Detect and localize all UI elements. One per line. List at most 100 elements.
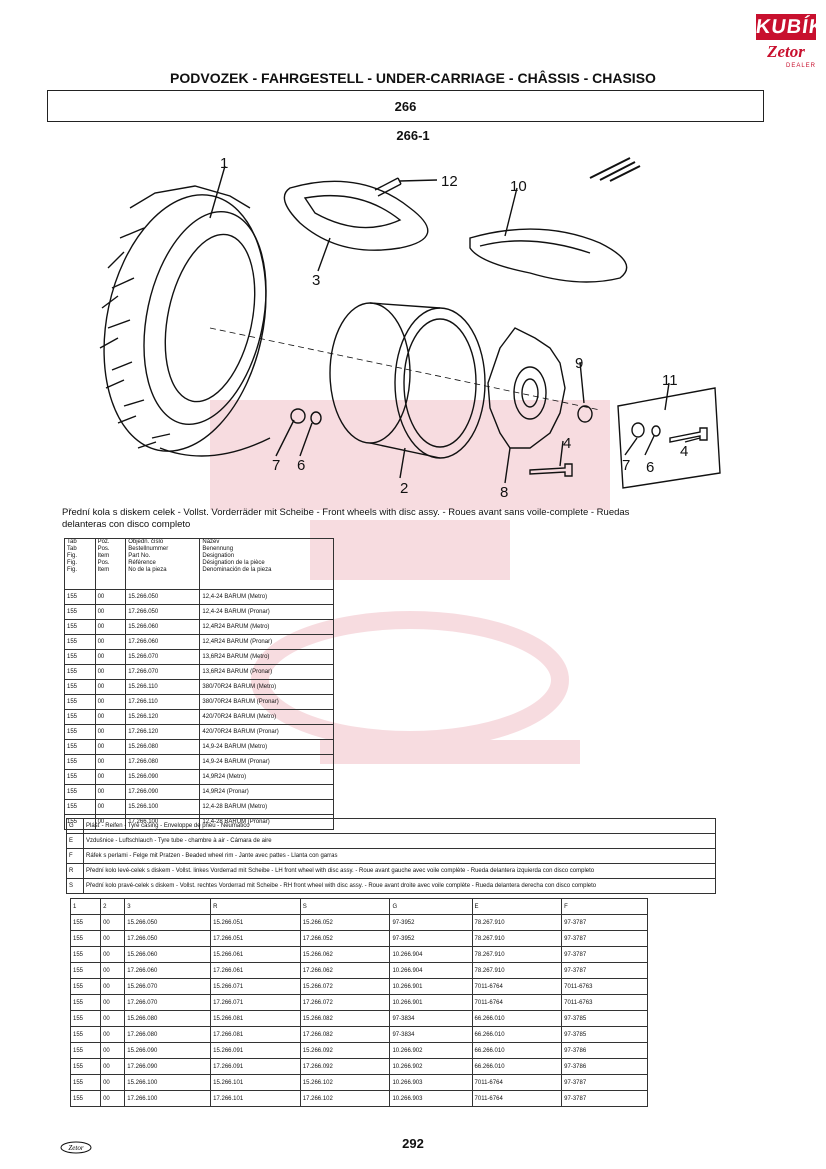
- table-cell: 66.266.010: [471, 1058, 563, 1075]
- caption: Přední kola s diskem celek - Vollst. Vor…: [62, 507, 722, 531]
- table-cell: 17.266.070: [125, 664, 201, 680]
- valve-drawing: [374, 177, 402, 197]
- table-cell: 155: [69, 946, 102, 963]
- legend-text: Ráfek s perlami - Felge mit Pratzen - Be…: [83, 848, 716, 864]
- table-header-cell: G: [389, 898, 473, 915]
- table-cell: 66.266.010: [471, 1010, 563, 1027]
- table-cell: 12,4R24 BARUM (Pronar): [199, 634, 334, 650]
- table-cell: 14,9R24 (Pronar): [199, 784, 334, 800]
- table-cell: 15.266.080: [124, 1010, 212, 1027]
- table-cell: 00: [94, 709, 127, 725]
- table-cell: 17.266.050: [124, 930, 212, 947]
- table-cell: 97-3787: [561, 930, 648, 947]
- exploded-wheel-diagram: 1 2 3 4 4 6 6 7 7 8 9 10 11 12: [99, 155, 721, 501]
- table-cell: 155: [64, 604, 96, 620]
- table-cell: 17.266.061: [210, 962, 301, 979]
- legend-key: E: [66, 833, 84, 849]
- table-cell: 155: [64, 784, 96, 800]
- legend-key: R: [66, 863, 84, 879]
- legend-text: Přední kolo levé-celek s diskem - Vollst…: [83, 863, 716, 879]
- table-cell: 00: [100, 994, 126, 1011]
- table-cell: 17.266.052: [299, 930, 391, 947]
- table-cell: 12,4-24 BARUM (Metro): [199, 589, 334, 605]
- table-cell: 17.266.102: [299, 1090, 391, 1107]
- table-cell: 10.266.904: [389, 962, 473, 979]
- table-cell: 97-3952: [389, 914, 473, 931]
- table-cell: 10.266.904: [389, 946, 473, 963]
- table-cell: 00: [100, 1058, 126, 1075]
- table-cell: 155: [64, 634, 96, 650]
- table-cell: 155: [64, 619, 96, 635]
- table-cell: 15.266.070: [124, 978, 212, 995]
- callout-12: 12: [441, 173, 458, 190]
- table-cell: 78.267.910: [471, 914, 563, 931]
- table-cell: 15.266.052: [299, 914, 391, 931]
- table-cell: 00: [100, 1090, 126, 1107]
- table-cell: 17.266.062: [299, 962, 391, 979]
- legend-text: Plášť - Reifen - Tyre casing - Enveloppe…: [83, 818, 716, 834]
- table-header-cell: E: [471, 898, 563, 915]
- table-cell: 15.266.070: [125, 649, 201, 665]
- table-cell: 00: [94, 754, 127, 770]
- table-cell: 17.266.101: [210, 1090, 301, 1107]
- table-cell: 00: [94, 604, 127, 620]
- table-cell: 17.266.071: [210, 994, 301, 1011]
- page-number: 292: [402, 1136, 424, 1151]
- table-cell: 00: [100, 1074, 126, 1091]
- legend-text: Přední kolo pravé-celek s diskem - Volls…: [83, 878, 716, 894]
- logo-dealer: DEALER: [785, 63, 816, 69]
- table-cell: 155: [64, 754, 96, 770]
- table-cell: 97-3787: [561, 946, 648, 963]
- table-cell: 00: [94, 589, 127, 605]
- table-cell: 17.266.050: [125, 604, 201, 620]
- table-cell: 78.267.910: [471, 930, 563, 947]
- table-cell: 155: [69, 1090, 102, 1107]
- table-cell: 15.266.110: [125, 679, 201, 695]
- table-cell: 17.266.081: [210, 1026, 301, 1043]
- table-cell: 15.266.091: [210, 1042, 301, 1059]
- table-header-cell: Tab Tab Fig. Fig. Fig.: [64, 538, 96, 590]
- table-cell: 00: [94, 679, 127, 695]
- legend-key: F: [66, 848, 84, 864]
- table-cell: 7011-6764: [471, 994, 563, 1011]
- table-cell: 00: [94, 784, 127, 800]
- callout-2: 2: [400, 480, 408, 497]
- table-cell: 14,9-24 BARUM (Metro): [199, 739, 334, 755]
- tyre-drawing: [99, 185, 271, 457]
- table-cell: 15.266.060: [125, 619, 201, 635]
- logo-zetor: Zetor: [767, 42, 805, 61]
- table-cell: 12,4R24 BARUM (Metro): [199, 619, 334, 635]
- table-cell: 155: [69, 994, 102, 1011]
- table-cell: 00: [100, 978, 126, 995]
- table-cell: 00: [94, 619, 127, 635]
- table-cell: 155: [69, 914, 102, 931]
- table-cell: 17.266.060: [124, 962, 212, 979]
- table-cell: 15.266.100: [125, 799, 201, 815]
- bolt-drawing: [529, 463, 573, 477]
- table-cell: 00: [94, 769, 127, 785]
- table-cell: 155: [69, 962, 102, 979]
- table-cell: 00: [100, 914, 126, 931]
- table-cell: 97-3834: [389, 1010, 473, 1027]
- table-cell: 17.266.090: [125, 784, 201, 800]
- table-cell: 17.266.060: [125, 634, 201, 650]
- table-cell: 00: [100, 946, 126, 963]
- callout-7-kit: 7: [622, 457, 630, 474]
- table-header-row: Tab Tab Fig. Fig. Fig.Poz. Pos. Item Pos…: [64, 538, 334, 590]
- section-number: 266: [394, 99, 417, 114]
- table-cell: 17.266.110: [125, 694, 201, 710]
- table-cell: 97-3786: [561, 1042, 648, 1059]
- table-cell: 97-3785: [561, 1010, 648, 1027]
- legend-key: S: [66, 878, 84, 894]
